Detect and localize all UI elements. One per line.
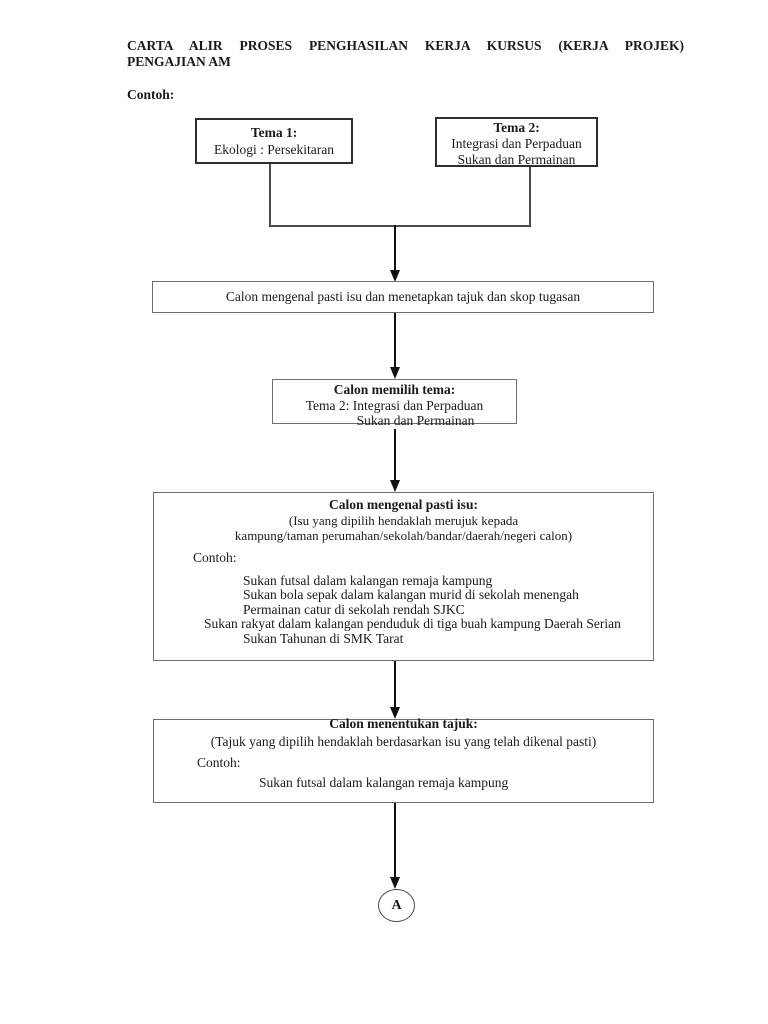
- flow-box-identify-issue: Calon mengenal pasti isu: (Isu yang dipi…: [153, 492, 654, 661]
- identify-issue-note-line1: (Isu yang dipilih hendaklah merujuk kepa…: [288, 513, 519, 528]
- connector-line-horizontal: [269, 225, 531, 227]
- identify-issue-example-label: Contoh:: [193, 550, 237, 565]
- flow-box-tema2: Tema 2: Integrasi dan Perpaduan Sukan da…: [435, 117, 598, 167]
- issue-example-list: Sukan futsal dalam kalangan remaja kampu…: [154, 573, 653, 646]
- offpage-connector-circle: A: [378, 889, 415, 922]
- issue-example-item: Permainan catur di sekolah rendah SJKC: [243, 601, 465, 617]
- example-label: Contoh:: [127, 87, 175, 102]
- offpage-connector-label: A: [391, 897, 402, 913]
- flow-box-choose-theme: Calon memilih tema: Tema 2: Integrasi da…: [272, 379, 517, 428]
- connector-line-left: [269, 164, 271, 227]
- decide-title-heading: Calon menentukan tajuk:: [329, 716, 478, 731]
- page-title-line1: CARTA ALIR PROSES PENGHASILAN KERJA KURS…: [127, 38, 684, 53]
- choose-theme-line2: Sukan dan Permainan: [356, 413, 475, 428]
- choose-theme-line1: Tema 2: Integrasi dan Perpaduan: [305, 397, 484, 413]
- identify-scope-text: Calon mengenal pasti isu dan menetapkan …: [225, 289, 581, 304]
- arrow-4-head-icon: [390, 707, 400, 719]
- arrow-2-head-icon: [390, 367, 400, 379]
- issue-example-item: Sukan futsal dalam kalangan remaja kampu…: [243, 573, 493, 588]
- flow-box-identify-scope: Calon mengenal pasti isu dan menetapkan …: [152, 281, 654, 313]
- arrow-5-head-icon: [390, 877, 400, 889]
- page-title: CARTA ALIR PROSES PENGHASILAN KERJA KURS…: [127, 38, 684, 70]
- identify-issue-heading: Calon mengenal pasti isu:: [329, 497, 478, 512]
- decide-title-example-label: Contoh:: [197, 755, 241, 770]
- flow-box-decide-title: Calon menentukan tajuk: (Tajuk yang dipi…: [153, 716, 654, 803]
- tema1-line1: Ekologi : Persekitaran: [214, 142, 334, 157]
- decide-title-note: (Tajuk yang dipilih hendaklah berdasarka…: [210, 734, 597, 749]
- tema2-heading: Tema 2:: [493, 120, 540, 135]
- identify-issue-note-line2: kampung/taman perumahan/sekolah/bandar/d…: [234, 528, 573, 543]
- arrow-4-line: [394, 661, 396, 708]
- issue-example-item: Sukan bola sepak dalam kalangan murid di…: [243, 587, 579, 603]
- issue-example-item: Sukan Tahunan di SMK Tarat: [243, 630, 404, 646]
- arrow-2-line: [394, 313, 396, 368]
- arrow-1-line: [394, 225, 396, 271]
- decide-title-example: Sukan futsal dalam kalangan remaja kampu…: [259, 775, 509, 790]
- connector-line-right: [529, 167, 531, 227]
- arrow-3-head-icon: [390, 480, 400, 492]
- page-title-line2: PENGAJIAN AM: [127, 54, 231, 69]
- arrow-5-line: [394, 803, 396, 878]
- tema1-heading: Tema 1:: [250, 125, 298, 140]
- arrow-1-head-icon: [390, 270, 400, 282]
- tema2-line1: Integrasi dan Perpaduan: [451, 136, 582, 151]
- issue-example-item: Sukan rakyat dalam kalangan penduduk di …: [204, 616, 621, 632]
- arrow-3-line: [394, 429, 396, 481]
- flow-box-tema1: Tema 1: Ekologi : Persekitaran: [195, 118, 353, 164]
- choose-theme-heading: Calon memilih tema:: [333, 382, 456, 397]
- tema2-line2: Sukan dan Permainan: [457, 152, 576, 167]
